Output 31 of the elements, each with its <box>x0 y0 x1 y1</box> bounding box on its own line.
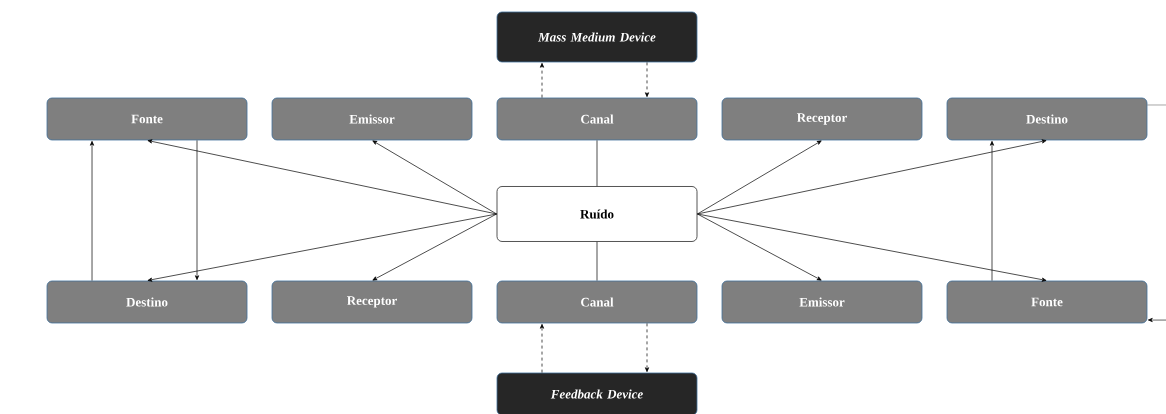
process-box: Canal <box>496 97 698 141</box>
device-box: Feedback Device <box>496 372 698 414</box>
line <box>596 241 598 281</box>
arrow <box>697 139 1047 215</box>
noise-box: Ruído <box>496 186 698 242</box>
process-box: Receptor <box>271 280 473 324</box>
process-box: Destino <box>946 97 1148 141</box>
dashed-arrow <box>539 62 545 98</box>
arrow <box>697 213 1047 282</box>
process-box: Fonte <box>46 97 248 141</box>
arrow <box>195 140 200 281</box>
process-box: Fonte <box>946 280 1148 324</box>
process-box: Emissor <box>271 97 473 141</box>
process-box: Emissor <box>721 280 923 324</box>
dashed-arrow <box>539 323 545 373</box>
arrow <box>372 140 497 215</box>
arrow <box>1147 317 1166 323</box>
process-box: Receptor <box>721 97 923 141</box>
device-box: Mass Medium Device <box>496 11 698 63</box>
arrow <box>147 139 497 215</box>
process-box: Destino <box>46 280 248 324</box>
arrow <box>697 213 822 281</box>
line <box>596 140 598 187</box>
arrow <box>697 140 822 215</box>
arrow <box>90 140 95 281</box>
dashed-arrow <box>644 62 650 98</box>
arrow <box>372 213 497 281</box>
arrow <box>989 140 995 281</box>
process-box: Canal <box>496 280 698 324</box>
dashed-arrow <box>644 323 650 373</box>
arrow <box>147 213 497 282</box>
